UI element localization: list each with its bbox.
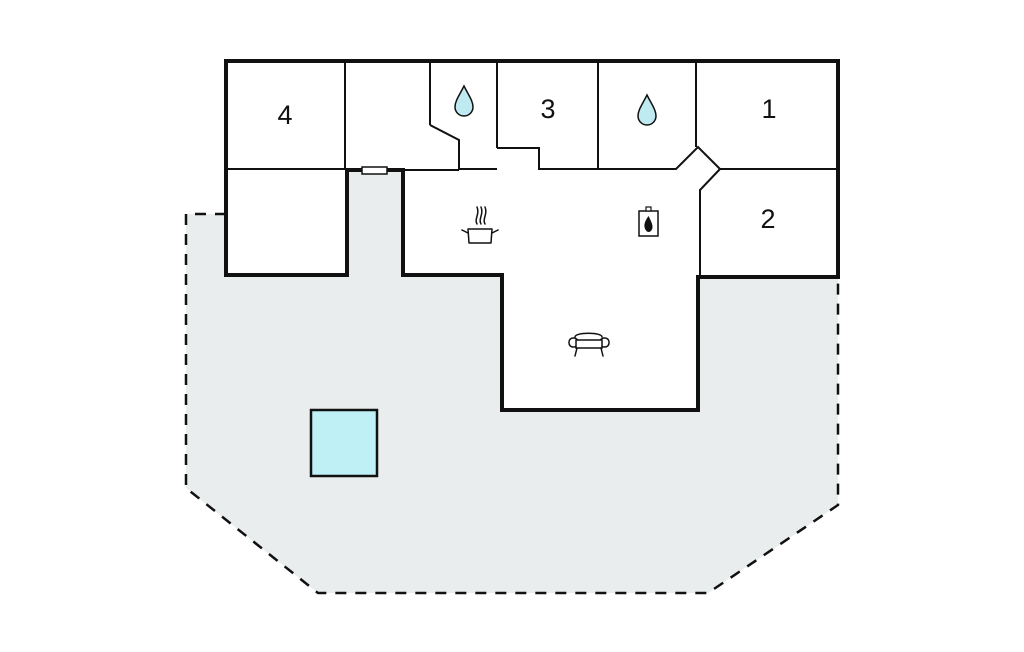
water-drop-icon — [637, 93, 657, 126]
water-drop-icon — [454, 84, 474, 117]
room-label-1: 1 — [761, 94, 776, 124]
house-interior — [226, 61, 838, 410]
cooking-pot-icon — [461, 206, 499, 244]
sofa-icon — [568, 332, 610, 357]
entrance-door — [361, 166, 388, 175]
room-label-2: 2 — [760, 204, 775, 234]
fireplace-icon — [638, 206, 659, 237]
terrace-outline — [184, 212, 840, 595]
pool — [309, 408, 379, 478]
room-label-4: 4 — [277, 100, 292, 130]
outer-wall — [224, 59, 840, 412]
room-label-3: 3 — [540, 94, 555, 124]
interior-walls — [226, 61, 838, 277]
